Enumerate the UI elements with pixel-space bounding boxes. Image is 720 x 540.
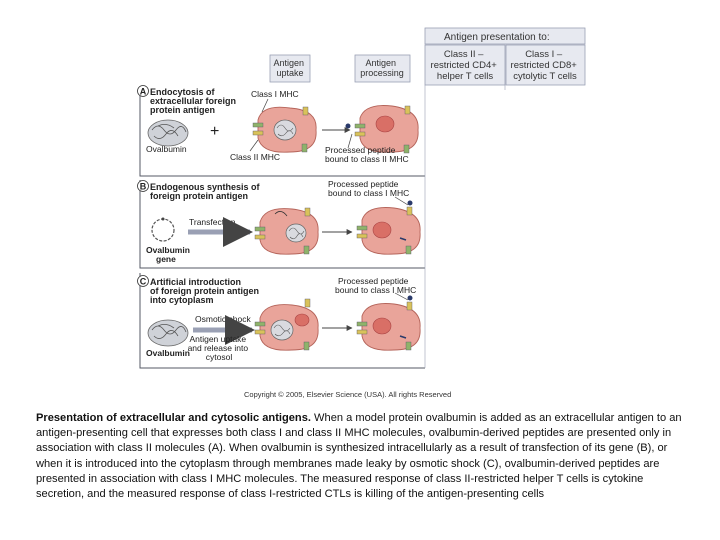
panel-c-result: Processed peptide bound to class I MHC [335,276,416,295]
panel-b-source-line-1: Ovalbumin [146,245,190,255]
caption-title: Presentation of extracellular and cytoso… [36,412,311,424]
panel-a-letter-circle [137,85,149,97]
processing-line-2: processing [360,68,404,78]
panel-c-method-sub-line-2: and release into [188,343,249,353]
panel-b-title-line-2: foreign protein antigen [150,191,248,201]
antigen-presenting-cell-a2 [345,105,419,154]
class-i-header-box [505,44,586,86]
panel-c-title-line-2: of foreign protein antigen [150,286,259,296]
panel-a-result-line-1: Processed peptide [325,145,396,155]
panel-c-title-line-3: into cytoplasm [150,295,214,305]
class-ii-mhc-label: Class II MHC [230,152,280,162]
panel-a-result-line-2: bound to class II MHC [325,154,409,164]
caption-body: When a model protein ovalbumin is added … [36,412,682,501]
antigen-presentation-header: Antigen presentation to: [444,32,550,43]
class-ii-line-3: helper T cells [437,71,493,82]
transfection-label: Transfection [189,217,236,227]
uptake-line-2: uptake [276,68,303,78]
panel-c: C Artificial introduction of foreign pro… [137,275,421,362]
header: Antigen presentation to: Class II – rest… [269,27,586,86]
panel-b: B Endogenous synthesis of foreign protei… [137,179,421,264]
panel-c-method-sub-line-3: cytosol [206,352,233,362]
uptake-header-box [269,54,311,83]
plus-operator: + [210,123,219,140]
class-ii-header-box [424,44,506,86]
antigen-presentation-header-box [424,27,586,45]
antigen-presenting-cell-c2 [356,295,421,351]
panel-c-result-line-2: bound to class I MHC [335,285,416,295]
panel-c-method-sub: Antigen uptake and release into cytosol [188,334,251,362]
figure-caption: Presentation of extracellular and cytoso… [36,411,688,502]
panel-c-letter-circle [137,275,149,287]
panel-b-source-line-2: gene [156,254,176,264]
antigen-presenting-cell-b1 [254,207,319,255]
panel-a-result: Processed peptide bound to class II MHC [325,145,409,164]
panel-b-source: Ovalbumin gene [146,245,192,264]
panel-a-title-line-1: Endocytosis of [150,87,216,97]
processing-line-1: Antigen [365,58,396,68]
antigen-presentation-figure: Antigen presentation to: Class II – rest… [137,27,586,399]
panel-a-letter: A [140,87,147,97]
class-ii-header: Class II – restricted CD4+ helper T cell… [431,49,500,82]
class-i-line-1: Class I – [525,49,563,60]
uptake-header: Antigen uptake [273,58,306,78]
panel-c-title-line-1: Artificial introduction [150,277,241,287]
uptake-line-1: Antigen [273,58,304,68]
antigen-presenting-cell-a1 [252,106,317,153]
panel-a-ovalbumin-label: Ovalbumin [146,144,187,154]
panel-a-title-line-3: protein antigen [150,105,215,115]
ovalbumin-protein-icon-c [147,319,189,347]
processing-header: Antigen processing [360,58,404,78]
class-i-header: Class I – restricted CD8+ cytolytic T ce… [511,49,580,82]
class-ii-line-1: Class II – [444,49,484,60]
panel-b-result-line-2: bound to class I MHC [328,188,409,198]
ovalbumin-gene-icon [151,217,175,242]
panel-c-letter: C [140,277,147,287]
panel-b-letter-circle [137,180,149,192]
panel-b-title-line-1: Endogenous synthesis of [150,182,261,192]
antigen-presenting-cell-b2 [356,200,421,255]
panel-a-title: Endocytosis of extracellular foreign pro… [150,87,239,115]
panel-b-letter: B [140,182,147,192]
ovalbumin-protein-icon [147,119,189,147]
osmotic-shock-label: Osmotic shock [195,314,251,324]
class-i-line-2: restricted CD8+ [511,60,578,71]
panel-a: A Endocytosis of extracellular foreign p… [137,85,419,164]
panel-c-method-sub-line-1: Antigen uptake [189,334,246,344]
processing-header-box [354,54,411,83]
class-i-mhc-label: Class I MHC [251,89,299,99]
copyright-notice: Copyright © 2005, Elsevier Science (USA)… [244,390,451,399]
panel-c-result-line-1: Processed peptide [338,276,409,286]
panel-frames [139,85,506,369]
panel-b-result-line-1: Processed peptide [328,179,399,189]
panel-b-title: Endogenous synthesis of foreign protein … [150,182,262,201]
class-ii-line-2: restricted CD4+ [431,60,498,71]
panel-c-ovalbumin-label: Ovalbumin [146,348,190,358]
antigen-presenting-cell-c1 [254,298,319,351]
panel-c-title: Artificial introduction of foreign prote… [150,277,262,305]
class-i-line-3: cytolytic T cells [513,71,577,82]
panel-a-title-line-2: extracellular foreign [150,96,236,106]
panel-b-result: Processed peptide bound to class I MHC [328,179,409,198]
